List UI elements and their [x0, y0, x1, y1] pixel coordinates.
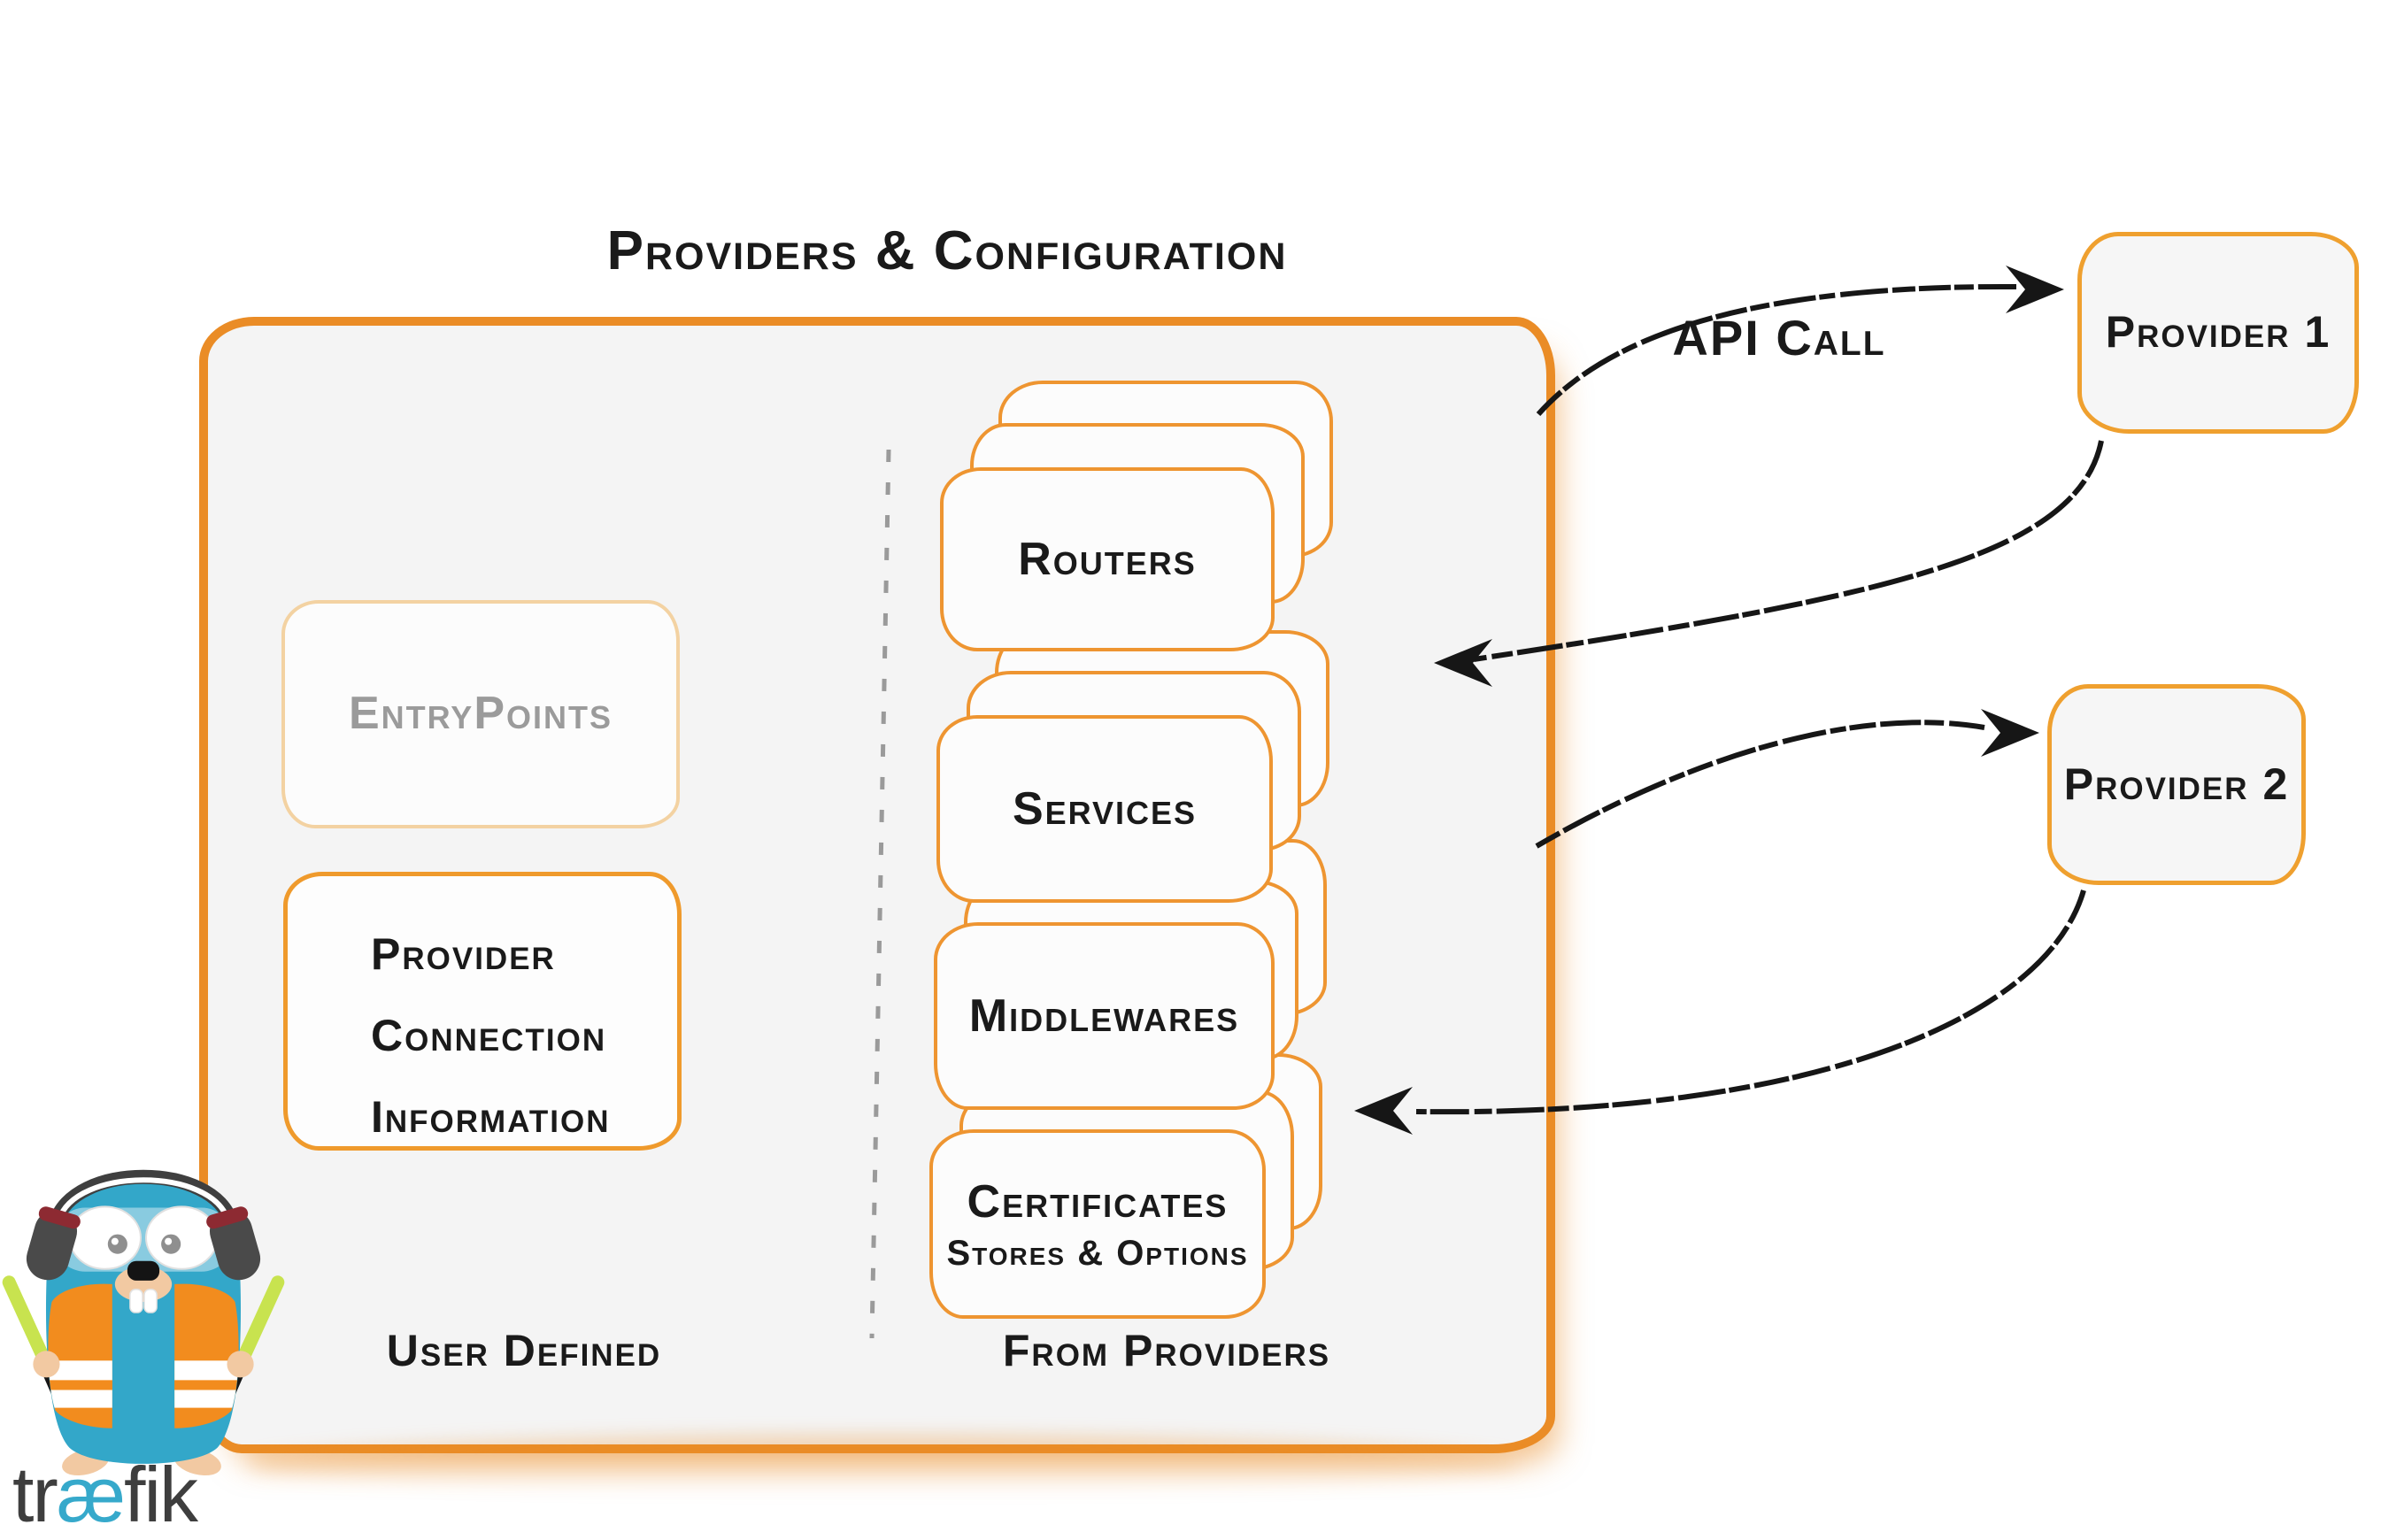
glow-stick-left-icon [2, 1275, 53, 1371]
certificates-card-front: Certificates Stores & Options [929, 1129, 1266, 1319]
middlewares-card-front: Middlewares [934, 922, 1275, 1110]
api-call-label: API Call [1672, 310, 1886, 366]
provider-1-box: Provider 1 [2077, 232, 2359, 434]
headphone-cup-right [206, 1206, 261, 1281]
nose [127, 1260, 160, 1281]
middlewares-label: Middlewares [968, 990, 1240, 1042]
wordmark-fik: fik [124, 1451, 198, 1538]
provider-1-return-arrow [1473, 440, 2104, 662]
pci-line-2: Connection [371, 1011, 607, 1060]
pci-line-1: Provider [371, 929, 556, 979]
provider-2-box: Provider 2 [2047, 684, 2306, 885]
eye-left [68, 1205, 142, 1270]
entrypoints-box: EntryPoints [281, 600, 680, 828]
entrypoints-label: EntryPoints [348, 688, 613, 740]
services-label: Services [1012, 783, 1198, 835]
provider-1-label: Provider 1 [2105, 307, 2331, 358]
services-card-front: Services [936, 715, 1273, 903]
api-call-arrowhead [2006, 266, 2064, 313]
provider-2-call-arrowhead [1981, 709, 2039, 757]
user-defined-label: User Defined [386, 1326, 662, 1375]
provider-connection-info-box: Provider Connection Information [283, 872, 682, 1151]
routers-card-front: Routers [940, 467, 1275, 651]
wordmark-tr: tr [12, 1451, 58, 1538]
certificates-label: Certificates [967, 1175, 1229, 1228]
diagram-title: Providers & Configuration [606, 220, 1288, 281]
from-providers-label: From Providers [1002, 1326, 1331, 1375]
pci-line-3: Information [371, 1092, 611, 1142]
headphone-cup-left [26, 1206, 81, 1281]
certificates-sublabel: Stores & Options [946, 1233, 1249, 1273]
wordmark-ae: æ [56, 1451, 126, 1538]
routers-label: Routers [1018, 534, 1197, 585]
provider-2-label: Provider 2 [2063, 758, 2290, 809]
provider-2-call-arrow [1535, 720, 1985, 849]
eye-right [145, 1205, 219, 1270]
traefik-wordmark: træfik [12, 1450, 198, 1540]
glow-stick-right-icon [234, 1275, 285, 1371]
traefik-mascot [2, 1169, 285, 1476]
